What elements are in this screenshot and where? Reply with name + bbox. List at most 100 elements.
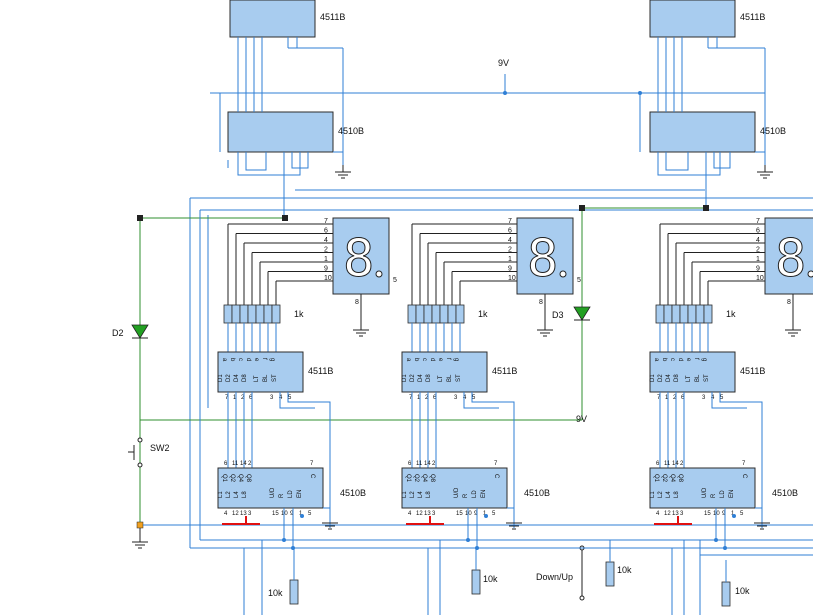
counter-ground-wire — [323, 507, 331, 523]
counter-pin-bottom: L4 — [418, 491, 424, 498]
toggle-switch-down-up[interactable] — [579, 545, 585, 601]
decoder-pin-top: a — [653, 358, 659, 362]
counter-pin-bottom: R — [463, 493, 469, 498]
counter-pin-number-bottom: 9 — [722, 511, 726, 517]
control-wire — [279, 392, 315, 409]
counter-pin-bottom: LD — [472, 490, 478, 498]
decoder-pin-number: 5 — [720, 395, 724, 401]
counter-pin-top: Q8 — [429, 474, 435, 483]
segment-resistor — [255, 304, 265, 324]
segment-resistor — [655, 304, 665, 324]
decoder-pin-top: f — [445, 358, 451, 360]
counter-pin-number-bottom: 1 — [731, 511, 735, 517]
decoder-pin-number: 1 — [417, 395, 421, 401]
display-pin-number: 6 — [324, 228, 328, 235]
decoder-label-top-left: 4511B — [320, 12, 345, 22]
counter-pin-number-bottom: 15 — [704, 511, 711, 517]
counter-pin-bottom: L8 — [242, 491, 248, 498]
counter-pin-bottom: LD — [288, 490, 294, 498]
decoder-pin-top: g — [453, 358, 459, 361]
decoder-pin-top: a — [221, 358, 227, 362]
decoder-pin-bottom: D1 — [218, 374, 224, 382]
counter-pin-number-bottom: 3 — [432, 511, 436, 517]
segment-resistor — [423, 304, 433, 324]
display-pin-number: 1 — [508, 256, 512, 263]
counter-pin-bottom: L4 — [666, 491, 672, 498]
counter-pin-number-top: 2 — [432, 461, 436, 467]
counter-pin-number-bottom: 10 — [281, 511, 288, 517]
segment-resistor — [455, 304, 465, 324]
segment-resistor — [431, 304, 441, 324]
decoder-pin-bottom: LT — [438, 375, 444, 382]
display-pin-number: 1 — [324, 256, 328, 263]
counter-pin-number-bottom: 15 — [272, 511, 279, 517]
decoder-pin-bottom: D4 — [666, 374, 672, 382]
decoder-pin-number: 1 — [665, 395, 669, 401]
decoder-pin-number: 2 — [241, 395, 245, 401]
display-pin-number: 10 — [756, 275, 764, 282]
counter-pin-number-bottom: 4 — [656, 511, 660, 517]
decoder-chip-top-right — [649, 0, 736, 38]
decoder-chip — [649, 351, 736, 393]
control-wire — [287, 392, 331, 528]
decoder-pin-number: 3 — [702, 395, 706, 401]
counter-pin-bottom: R — [711, 493, 717, 498]
resistor-label-1k: 1k — [478, 309, 488, 319]
counter-pin-number-bottom: 3 — [248, 511, 252, 517]
display-pin-number: 7 — [756, 218, 760, 225]
counter-pin-number-bottom: 1 — [299, 511, 303, 517]
segment-resistor — [695, 304, 705, 324]
counter-pin-bottom: U/D — [270, 487, 276, 498]
segment-resistor — [407, 304, 417, 324]
display-pin-number: 4 — [508, 237, 512, 244]
resistor-label-10k-1: 10k — [268, 588, 283, 598]
decoder-pin-number: 6 — [681, 395, 685, 401]
switch-sw2[interactable] — [128, 437, 143, 468]
display-dot-icon — [559, 270, 567, 278]
display-digit-glyph: 8 — [775, 229, 806, 289]
decoder-pin-bottom: ST — [704, 374, 710, 382]
counter-wiring-top-right — [657, 151, 773, 208]
display-pin-number: 9 — [756, 266, 760, 273]
counter-pin-number-bottom: 13 — [240, 511, 247, 517]
decoder-pin-bottom: D2 — [410, 374, 416, 382]
display-pin-number: 9 — [508, 266, 512, 273]
decoder-pin-number: 3 — [454, 395, 458, 401]
segment-resistor — [663, 304, 673, 324]
display-pin-number: 10 — [324, 275, 332, 282]
decoder-pin-number: 5 — [288, 395, 292, 401]
counter-chip-top-left — [227, 111, 334, 153]
display-pin-number: 10 — [508, 275, 516, 282]
decoder-pin-top: g — [269, 358, 275, 361]
counter-pin-bottom: L1 — [650, 491, 656, 498]
display-pin-bottom: 8 — [355, 299, 359, 306]
decoder-pin-bottom: LT — [254, 375, 260, 382]
counter-pin-number-top: 6 — [656, 461, 660, 467]
counter-pin-number-bottom: 1 — [483, 511, 487, 517]
counter-pin-number-bottom: 9 — [474, 511, 478, 517]
supply-label-9v-mid: 9V — [576, 414, 587, 424]
display-digit-glyph: 8 — [527, 229, 558, 289]
decoder-pin-top: d — [245, 358, 251, 361]
decoder-pin-bottom: D2 — [658, 374, 664, 382]
counter-pin-top: C — [309, 474, 315, 479]
counter-pin-bottom: L1 — [402, 491, 408, 498]
counter-pin-number-top: 7 — [494, 461, 498, 467]
decoder-pin-bottom: ST — [272, 374, 278, 382]
counter-pin-bottom: EN — [481, 490, 487, 498]
display-dot-icon — [807, 270, 813, 278]
counter-pin-number-top: 11 — [232, 461, 239, 467]
counter-label-top-left: 4510B — [338, 126, 364, 136]
counter-pin-bottom: L8 — [674, 491, 680, 498]
junction-dot — [484, 514, 488, 518]
decoder-pin-number: 6 — [433, 395, 437, 401]
decoder-pin-number: 4 — [711, 395, 715, 401]
pull-resistor-2 — [471, 548, 481, 595]
counter-pin-bottom: U/D — [702, 487, 708, 498]
counter-pin-number-top: 14 — [424, 461, 431, 467]
pull-resistor-1 — [289, 548, 299, 605]
counter-pin-number-top: 14 — [240, 461, 247, 467]
pull-resistor-3 — [605, 540, 615, 587]
